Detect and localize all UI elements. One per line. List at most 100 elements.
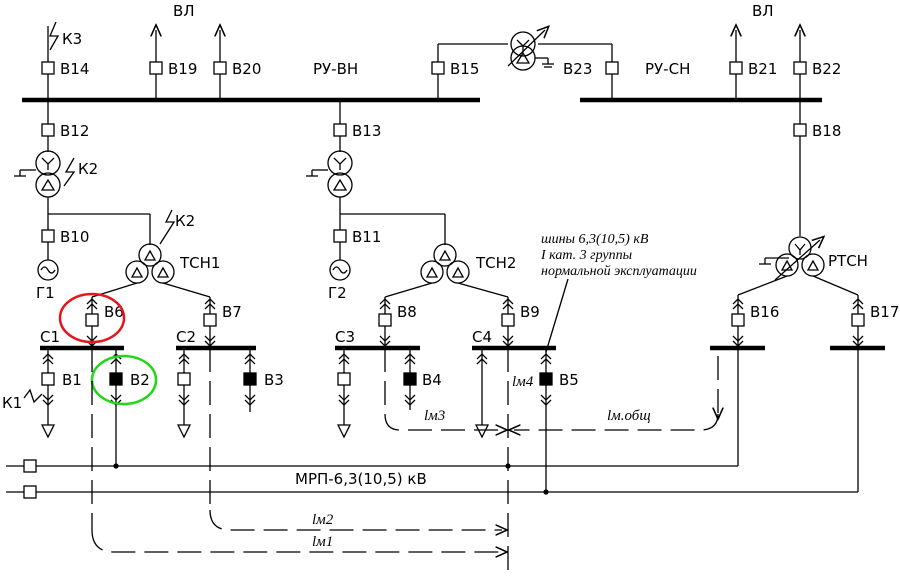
breaker-b20: [213, 61, 227, 75]
label-g1: Г1: [36, 284, 55, 302]
label-b23: В23: [563, 60, 592, 78]
label-b16: В16: [750, 303, 779, 321]
note-leader: [545, 278, 569, 353]
fault-k2-top-icon: [63, 157, 76, 187]
label-b8: В8: [397, 303, 417, 321]
breaker-b10: [41, 229, 55, 243]
dim-lm3: [384, 413, 502, 430]
breaker-b6: [85, 313, 99, 327]
breaker-b22: [793, 61, 807, 75]
label-b17: В17: [870, 303, 899, 321]
feeder-c3-unmarked: [336, 348, 352, 439]
transformer-block-1: [14, 150, 61, 198]
note-line-1: шины 6,3(10,5) кВ: [541, 232, 649, 247]
label-lm1: lм1: [312, 534, 333, 550]
fault-k3-label: К3: [62, 30, 82, 48]
breaker-b15: [431, 61, 445, 75]
transformer-tsn2: [420, 243, 470, 284]
generator-g1-icon: [37, 259, 59, 281]
breaker-b7: [203, 313, 217, 327]
label-lm4: lм4: [512, 374, 534, 390]
breaker-b16: [731, 313, 745, 327]
label-lm-total: lм.общ: [607, 408, 651, 424]
label-c2: С2: [176, 328, 196, 346]
fault-k2-top-label: К2: [78, 160, 98, 178]
feeder-b4: [403, 348, 417, 410]
vl-right-label: ВЛ: [752, 2, 774, 20]
label-b18: В18: [812, 122, 841, 140]
highlight-ring-b6: [58, 292, 126, 344]
feeder-b3: [243, 348, 257, 412]
vl-lines: [47, 26, 800, 62]
label-c4: С4: [472, 328, 492, 346]
label-c3: С3: [335, 328, 355, 346]
label-b15: В15: [450, 60, 479, 78]
highlight-ring-b2: [90, 354, 158, 406]
breaker-b1: [41, 372, 55, 386]
mrp-breaker-1: [23, 459, 37, 473]
breaker-b19: [149, 61, 163, 75]
transformer-block-2: [306, 150, 353, 198]
label-b21: В21: [748, 60, 777, 78]
label-b12: В12: [60, 122, 89, 140]
label-b13: В13: [352, 122, 381, 140]
feeder-c2-unmarked: [176, 348, 192, 439]
dim-lm-total: [514, 413, 719, 430]
label-lm2: lм2: [312, 512, 334, 528]
breaker-b13: [333, 123, 347, 137]
feeder-b1: [40, 348, 56, 439]
label-b11: В11: [352, 228, 381, 246]
branch-b7: [203, 297, 217, 347]
breaker-b17: [851, 313, 865, 327]
branch-b16: [731, 295, 745, 347]
dim-lm2: [209, 509, 502, 530]
feeder-b5: [539, 348, 553, 492]
label-mrp: МРП-6,3(10,5) кВ: [295, 470, 427, 488]
breaker-b18: [793, 123, 807, 137]
breaker-b4: [403, 372, 417, 386]
fault-k2-tsn-icon: [159, 209, 176, 245]
label-tsn2: ТСН2: [475, 254, 516, 272]
branch-b8: [378, 297, 392, 347]
ru-sn-label: РУ-СН: [645, 60, 690, 78]
generator-g2-icon: [329, 259, 351, 281]
breaker-b11: [333, 229, 347, 243]
label-b1: В1: [62, 371, 82, 389]
label-b6: В6: [104, 303, 124, 321]
branch-b9: [501, 297, 515, 347]
label-rtsn: РТСН: [828, 252, 868, 270]
label-b10: В10: [60, 228, 89, 246]
breaker-b12: [41, 123, 55, 137]
mrp-breaker-2: [23, 485, 37, 499]
label-b2: В2: [130, 371, 150, 389]
label-b3: В3: [264, 371, 284, 389]
breaker-b21: [729, 61, 743, 75]
dim-lm1: [91, 529, 502, 552]
label-g2: Г2: [328, 284, 347, 302]
label-lm3: lм3: [424, 408, 445, 424]
label-b20: В20: [232, 60, 261, 78]
branch-b6: [85, 297, 99, 347]
note-line-3: нормальной эксплуатации: [541, 264, 697, 279]
breaker-b8: [378, 313, 392, 327]
breaker-b14: [41, 61, 55, 75]
branch-b17: [851, 295, 865, 347]
label-tsn1: ТСН1: [179, 254, 220, 272]
label-b9: В9: [520, 303, 540, 321]
transformer-rtsn: [759, 237, 824, 281]
fault-k3-icon: [49, 21, 60, 51]
label-b19: В19: [168, 60, 197, 78]
breaker-b23: [605, 61, 619, 75]
feeder-b2: [109, 348, 123, 466]
ru-vn-label: РУ-ВН: [313, 60, 358, 78]
fault-k2-tsn-label: К2: [175, 212, 195, 230]
vl-left-label: ВЛ: [173, 2, 195, 20]
label-b22: В22: [812, 60, 841, 78]
label-c1: С1: [40, 328, 60, 346]
feeder-c4-unmarked: [474, 348, 490, 439]
label-b14: В14: [60, 60, 89, 78]
breaker-b9: [501, 313, 515, 327]
breaker-b3: [243, 372, 257, 386]
transformer-tsn1: [125, 243, 175, 284]
